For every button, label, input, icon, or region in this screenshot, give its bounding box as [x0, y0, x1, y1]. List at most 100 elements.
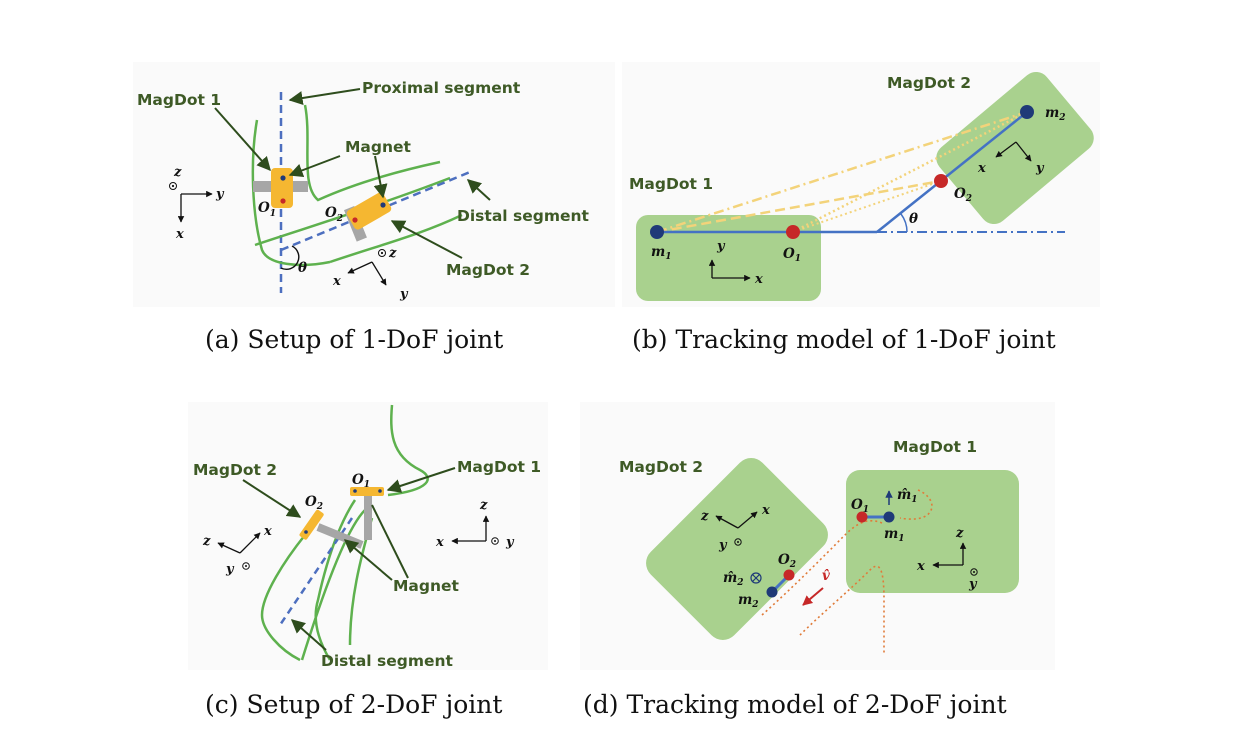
axis-z-label: z: [955, 526, 964, 541]
axis-y-label: y: [968, 577, 978, 592]
leader-line: [288, 88, 361, 105]
leader-line: [371, 504, 409, 579]
o2-label: O2: [778, 552, 796, 570]
trajectory: [899, 489, 933, 520]
o1-label: O1: [352, 472, 370, 490]
axis-triad-rotated: z x y: [332, 246, 409, 302]
trajectory: [799, 565, 885, 655]
axis-triad: z y x: [169, 165, 225, 242]
axis-z-label: z: [202, 534, 211, 549]
link-line: [876, 111, 1028, 233]
axis-x-label: x: [754, 272, 763, 287]
axis-z-label: z: [173, 165, 182, 180]
o2-label: O2: [954, 186, 972, 204]
panel-d: v̂ O1 m̂1 m1 O2 m̂2 m2 MagDot 2 MagDot 1…: [580, 402, 1055, 670]
v-direction-arrow: [802, 587, 824, 606]
o1-label: O1: [258, 200, 276, 219]
magnet-dot: [280, 175, 286, 181]
v-hat-label: v̂: [822, 568, 830, 584]
axis-z-label: z: [479, 498, 488, 513]
axis-y-label: y: [718, 538, 728, 553]
magdot-1-label: MagDot 1: [629, 175, 713, 193]
caption-b: (b) Tracking model of 1-DoF joint: [632, 325, 1056, 354]
axis-x-label: x: [916, 559, 925, 574]
leader-line: [466, 179, 491, 201]
o1-label: O1: [783, 246, 801, 264]
m2-dot: [1020, 105, 1034, 119]
distal-segment-label: Distal segment: [321, 652, 454, 670]
proximal-segment-outline: [251, 119, 331, 267]
m1-label: m1: [884, 526, 905, 544]
leader-line: [242, 479, 302, 518]
axis-triad-rotated: x y: [977, 141, 1045, 176]
magnet-dot: [353, 489, 357, 493]
projection-line: [792, 180, 942, 233]
o1-label: O1: [851, 497, 869, 515]
magdot-1-label: MagDot 1: [137, 91, 221, 109]
segment-outline: [300, 509, 366, 661]
axis-x-label: x: [761, 503, 770, 518]
axis-y-label: y: [399, 287, 409, 302]
theta-label: θ: [298, 260, 307, 276]
o1-dot: [856, 511, 868, 523]
axis-triad: z x y: [435, 498, 515, 550]
axis-triad-rotated: z x y: [700, 503, 770, 553]
distal-axis: [278, 517, 354, 626]
caption-a: (a) Setup of 1-DoF joint: [205, 325, 503, 354]
segment-outline: [260, 534, 306, 662]
magdot-1-body: [271, 168, 293, 208]
axis-y-label: y: [215, 187, 225, 202]
axis-z-label: z: [388, 246, 397, 261]
axis-x-label: x: [977, 161, 986, 176]
magdot-2-label: MagDot 2: [619, 458, 703, 476]
axis-x-label: x: [332, 274, 341, 289]
axis-triad-rotated: z x y: [202, 524, 272, 577]
magnet-dot: [378, 489, 382, 493]
magdot-1-body: [350, 487, 384, 496]
theta-arc: [900, 213, 908, 233]
bracket: [364, 492, 372, 540]
o1-dot: [786, 225, 800, 239]
magdot-2-label: MagDot 2: [446, 261, 530, 279]
leader-line: [373, 155, 388, 199]
magnet-dot: [304, 530, 308, 534]
m2-label: m2: [738, 592, 759, 610]
magdot-2-body: [346, 192, 392, 230]
leader-line: [290, 619, 327, 651]
projection-line: [656, 110, 1028, 234]
leader-line: [386, 467, 456, 493]
o2-dot: [934, 174, 948, 188]
m2-hat-label: m̂2: [723, 570, 744, 588]
axis-x-label: x: [175, 227, 184, 242]
magdot-2-region: [646, 458, 828, 640]
theta-arc: [280, 245, 300, 270]
leader-line: [390, 220, 463, 259]
m2-label: m2: [1045, 105, 1066, 123]
distal-segment-outline: [254, 176, 451, 247]
distal-axis: [280, 170, 471, 252]
leader-line: [288, 155, 341, 178]
m1-dot: [650, 225, 664, 239]
magdot-1-region: [636, 215, 821, 301]
leader-line: [343, 539, 393, 581]
magdot-1-region: [846, 470, 1019, 593]
axis-y-label: y: [1035, 161, 1045, 176]
caption-c: (c) Setup of 2-DoF joint: [205, 690, 502, 719]
distal-segment-label: Distal segment: [457, 207, 590, 225]
m1-label: m1: [651, 244, 672, 262]
o2-dot: [783, 569, 795, 581]
axis-y-label: y: [225, 562, 235, 577]
axis-y-label: y: [505, 535, 515, 550]
o2-label: O2: [325, 205, 343, 224]
projection-line: [792, 110, 1028, 234]
leader-line: [214, 107, 271, 172]
origin-dot: [352, 217, 358, 223]
axis-triad: z x y: [916, 526, 978, 592]
trajectory: [761, 520, 883, 616]
magdot-2-label: MagDot 2: [887, 74, 971, 92]
panel-c: O1 O2 MagDot 2 MagDot 1 Magnet Distal se…: [188, 402, 548, 670]
panel-a: θ O1 O2 Proximal segment MagDot 1 Magnet…: [133, 62, 615, 307]
magdot-1-label: MagDot 1: [457, 458, 541, 476]
magdot-2-label: MagDot 2: [193, 461, 277, 479]
